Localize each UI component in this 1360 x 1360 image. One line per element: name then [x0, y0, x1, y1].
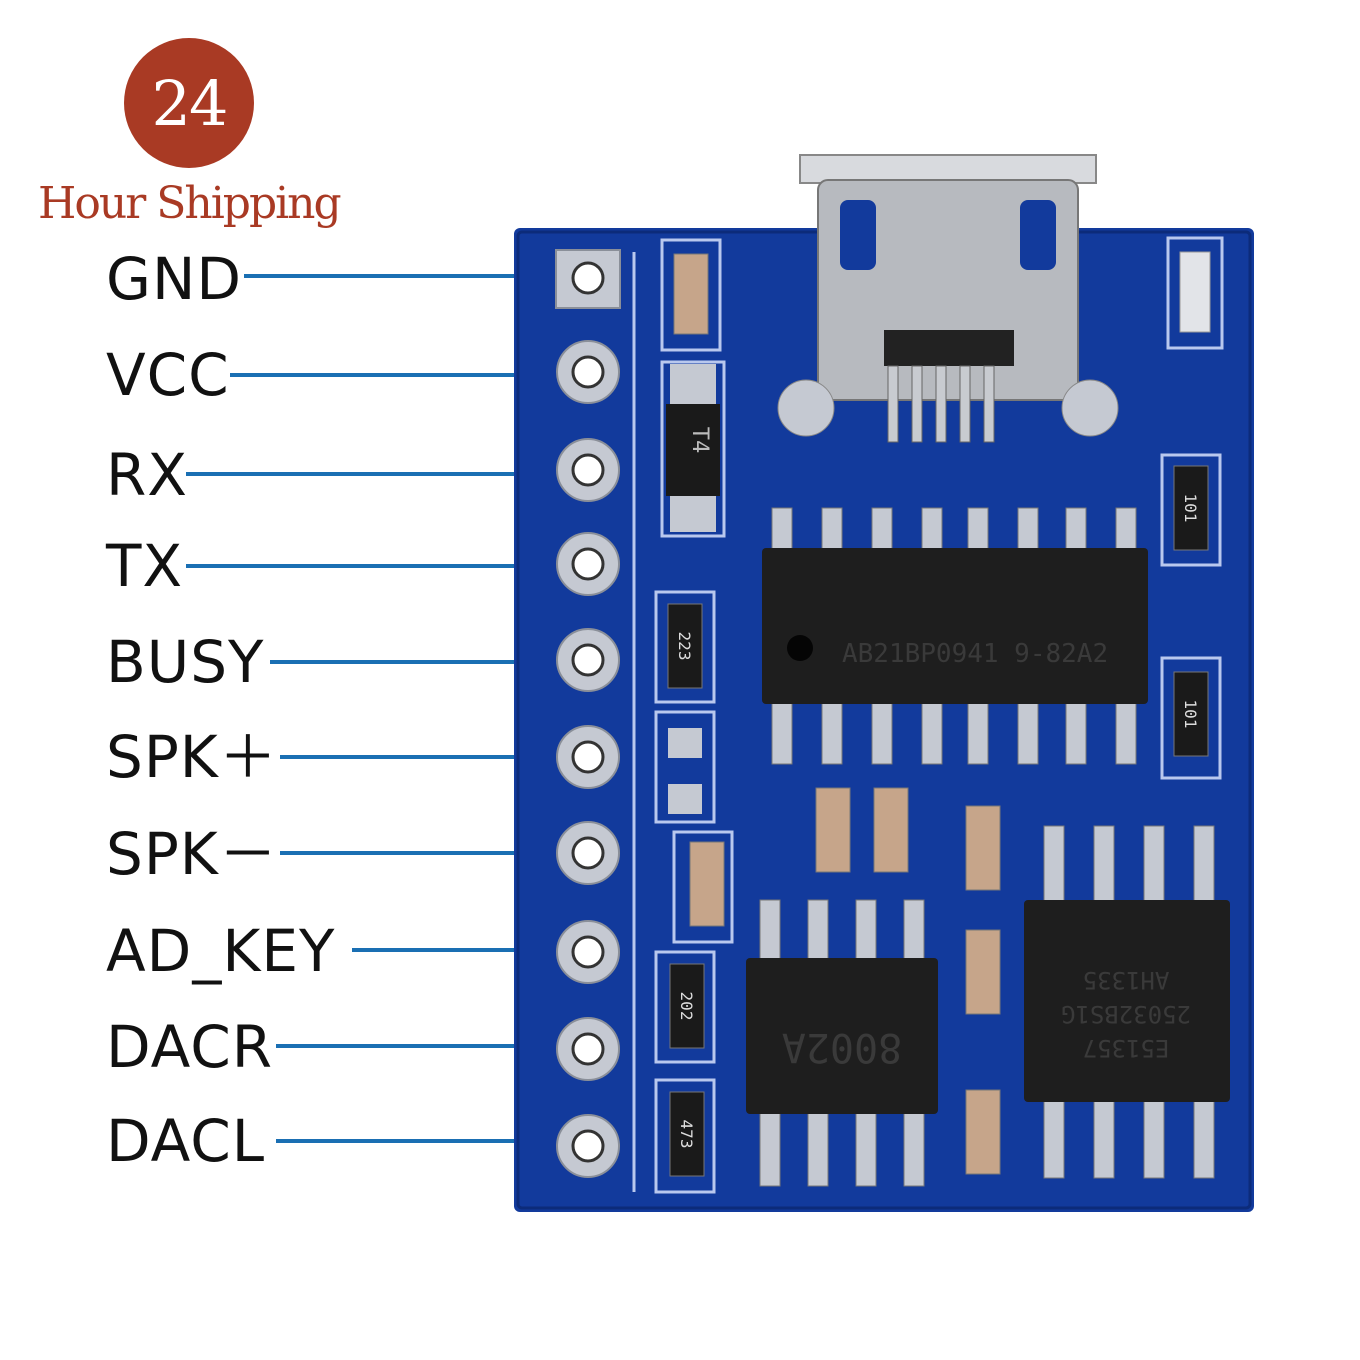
- main-chip-label: AB21BP0941 9-82A2: [842, 639, 1108, 669]
- capacitor: [654, 238, 1222, 1194]
- diode: [660, 360, 726, 538]
- pin-leader-lines: [186, 274, 558, 1143]
- led: [1166, 236, 1224, 350]
- badge-circle: 24: [124, 38, 254, 168]
- pin-label-spk-plus: SPK＋: [106, 723, 278, 791]
- pin-label-dacr: DACR: [106, 1013, 274, 1081]
- badge-number: 24: [151, 66, 229, 140]
- pin-label-tx: TX: [106, 532, 184, 600]
- flash-chip-line3: AH1335: [1083, 966, 1170, 994]
- amp-chip-label: 8002A: [782, 1024, 902, 1070]
- res-a-label: 101: [1181, 494, 1200, 523]
- pin-label-spk-minus: SPK－: [106, 820, 278, 888]
- flash-chip-line2: 25032BS1G: [1061, 1000, 1191, 1028]
- pin-label-dacl: DACL: [106, 1107, 266, 1175]
- pin-label-vcc: VCC: [106, 341, 230, 409]
- flash-chip-line1: E51357: [1083, 1034, 1170, 1062]
- pin-label-busy: BUSY: [106, 628, 265, 696]
- pin-label-ad-key: AD_KEY: [106, 917, 336, 985]
- main-chip: [762, 507, 1148, 765]
- res-d-label: 202: [677, 992, 696, 1021]
- pin-label-gnd: GND: [106, 245, 242, 313]
- res-e-label: 473: [677, 1120, 696, 1149]
- diode-label: T4: [687, 427, 712, 454]
- res-c-label: 223: [675, 632, 694, 661]
- pin-pads: [555, 249, 621, 1178]
- amp-chip: [746, 899, 938, 1187]
- res-b-label: 101: [1181, 700, 1200, 729]
- usb-connector: [777, 154, 1119, 443]
- pin-label-rx: RX: [106, 441, 189, 509]
- badge-text: Hour Shipping: [38, 178, 342, 229]
- flash-chip: [1024, 825, 1230, 1179]
